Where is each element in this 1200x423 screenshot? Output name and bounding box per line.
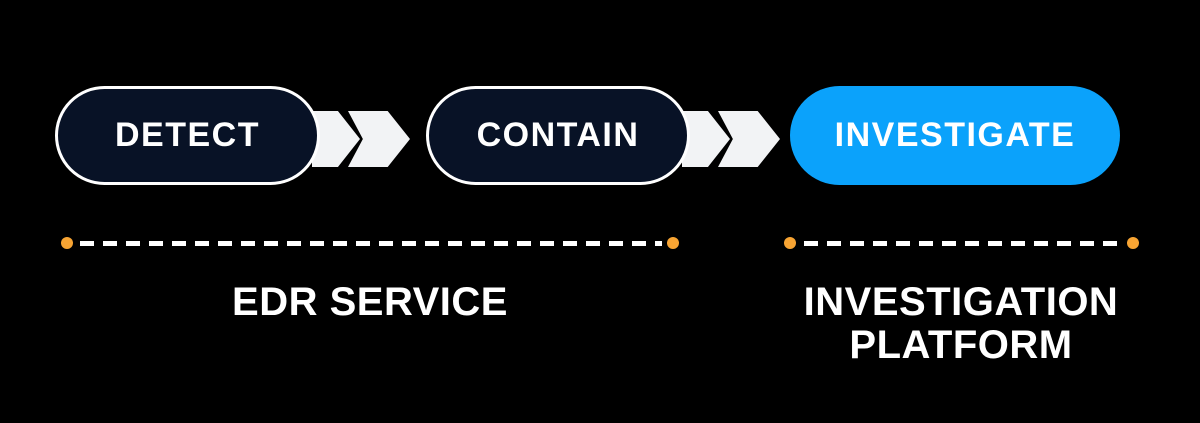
step-label-investigate: INVESTIGATE [834,116,1076,154]
span-endpoint-dot [784,237,796,249]
span-endpoint-dot [1127,237,1139,249]
stage-label-edr-service: EDR SERVICE [232,280,508,324]
dashed-span-investigation-platform [804,241,1120,246]
span-endpoint-dot [667,237,679,249]
step-pill-detect: DETECT [55,86,320,185]
stage-label-investigation-platform: INVESTIGATION PLATFORM [803,280,1119,368]
step-pill-contain: CONTAIN [426,86,690,185]
span-endpoint-dot [61,237,73,249]
step-pill-investigate: INVESTIGATE [790,86,1120,185]
step-label-contain: CONTAIN [476,116,640,154]
step-label-detect: DETECT [115,116,260,154]
dashed-span-edr-service [80,241,662,246]
